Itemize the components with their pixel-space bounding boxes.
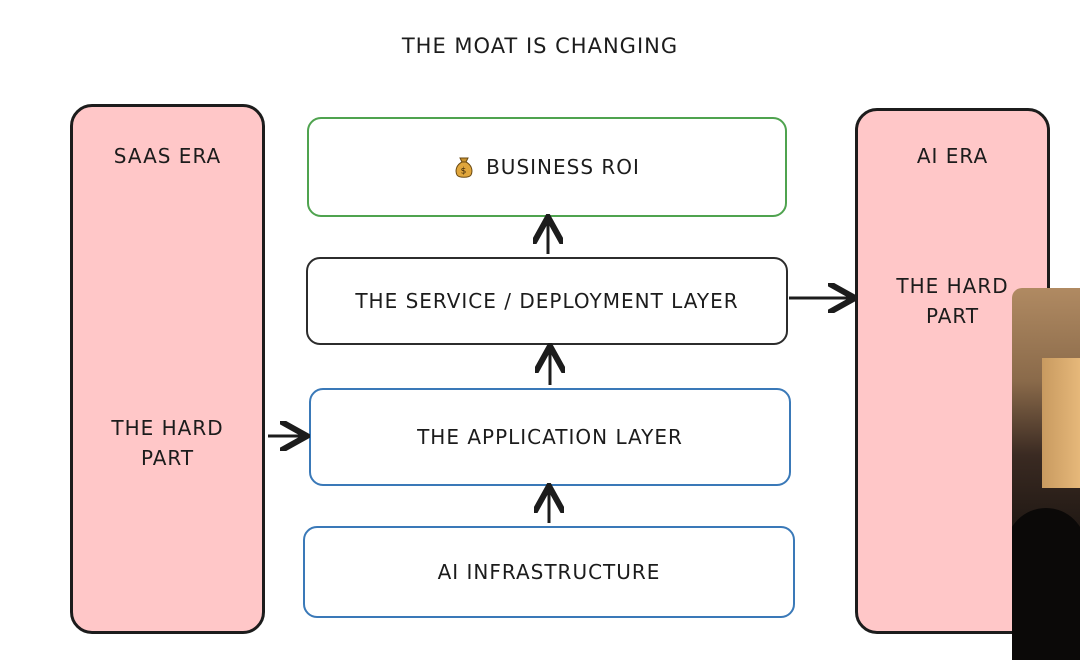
diagram-title: THE MOAT IS CHANGING xyxy=(401,34,679,58)
saas-era-label: SAAS ERA xyxy=(113,144,222,168)
application-layer-label: THE APPLICATION LAYER xyxy=(417,425,683,449)
ai-era-label: AI ERA xyxy=(916,144,989,168)
webcam-background-panel xyxy=(1042,358,1080,488)
saas-hard-part-line1: THE HARD xyxy=(111,416,224,440)
business-roi-label: BUSINESS ROI xyxy=(486,155,640,179)
ai-infrastructure-label: AI INFRASTRUCTURE xyxy=(437,560,661,584)
ai-hard-part-label: THE HARD PART xyxy=(858,271,1047,331)
moneybag-icon: $ xyxy=(455,157,473,178)
svg-text:$: $ xyxy=(461,167,468,177)
saas-hard-part-line2: PART xyxy=(140,446,195,470)
webcam-person-silhouette xyxy=(1012,508,1080,660)
service-deployment-layer-box: THE SERVICE / DEPLOYMENT LAYER xyxy=(306,257,788,345)
ai-infrastructure-box: AI INFRASTRUCTURE xyxy=(303,526,795,618)
webcam-overlay xyxy=(1012,288,1080,660)
service-deployment-layer-label: THE SERVICE / DEPLOYMENT LAYER xyxy=(355,289,739,313)
saas-era-panel: SAAS ERA THE HARD PART xyxy=(70,104,265,634)
saas-hard-part-label: THE HARD PART xyxy=(73,413,262,473)
application-layer-box: THE APPLICATION LAYER xyxy=(309,388,791,486)
ai-hard-part-line2: PART xyxy=(925,304,980,328)
ai-hard-part-line1: THE HARD xyxy=(896,274,1009,298)
